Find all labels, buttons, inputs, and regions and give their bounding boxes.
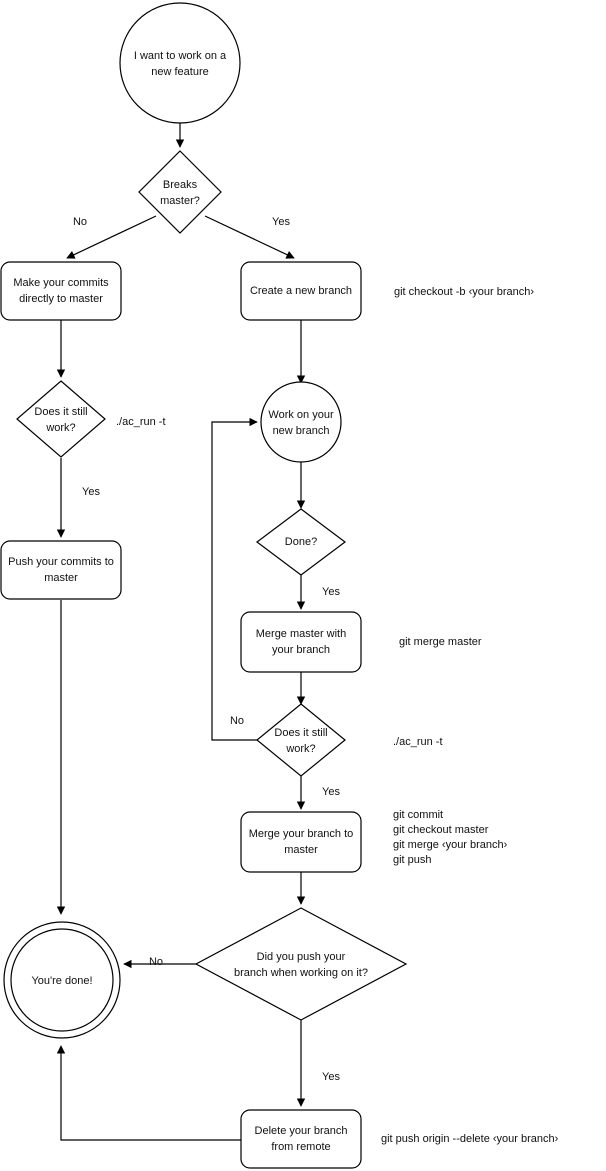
end-label: You're done! — [31, 975, 92, 987]
merge-master-label-line2: your branch — [272, 644, 330, 656]
edge-label-layer: No Yes Yes Yes No Yes No Yes — [73, 216, 340, 1083]
merge-branch-label-line2: master — [284, 844, 318, 856]
delete-branch-label-line1: Delete your branch — [255, 1125, 348, 1137]
breaks-master-label-line2: master? — [160, 195, 200, 207]
did-you-push-diamond-shape — [194, 907, 408, 1021]
node-breaks-master[interactable]: Breaks master? — [138, 150, 222, 234]
node-does-it-work-left[interactable]: Does it still work? — [16, 380, 106, 458]
node-merge-master[interactable]: Merge master with your branch — [240, 611, 362, 673]
node-push-commits[interactable]: Push your commits to master — [0, 540, 122, 600]
annotation-git-merge-branch: git merge ‹your branch› — [393, 839, 508, 851]
merge-branch-rect-shape — [240, 811, 362, 873]
end-inner-circle-shape — [10, 928, 114, 1032]
node-end[interactable]: You're done! — [3, 921, 121, 1039]
node-did-you-push[interactable]: Did you push your branch when working on… — [194, 907, 408, 1021]
done-question-diamond-shape — [256, 508, 346, 576]
create-branch-label-line1: Create a new branch — [250, 285, 352, 297]
did-you-push-label-line1: Did you push your — [257, 951, 346, 963]
edge-breaks-no-to-make-commits — [66, 215, 157, 259]
node-delete-branch[interactable]: Delete your branch from remote — [240, 1109, 362, 1169]
breaks-master-diamond-shape — [138, 150, 222, 234]
edge-label-does-work-mid-yes: Yes — [322, 786, 340, 798]
edge-delete-branch-to-end — [56, 1045, 241, 1141]
does-it-work-mid-label-line1: Does it still — [274, 727, 327, 739]
merge-master-rect-shape — [240, 611, 362, 673]
node-work-on-branch[interactable]: Work on your new branch — [260, 381, 342, 463]
edge-label-breaks-yes: Yes — [272, 216, 290, 228]
edge-label-does-work-left-yes: Yes — [82, 486, 100, 498]
start-label-line1: I want to work on a — [134, 50, 227, 62]
annotation-layer: git checkout -b ‹your branch› ./ac_run -… — [116, 286, 559, 1145]
edge-label-did-you-push-no: No — [149, 956, 163, 968]
push-commits-rect-shape — [0, 540, 122, 600]
make-commits-label-line2: directly to master — [19, 293, 103, 305]
node-make-commits[interactable]: Make your commits directly to master — [0, 261, 122, 321]
push-commits-label-line1: Push your commits to — [8, 556, 114, 568]
did-you-push-label-line2: branch when working on it? — [234, 967, 368, 979]
annotation-git-push: git push — [393, 854, 432, 866]
node-create-branch[interactable]: Create a new branch — [240, 261, 362, 321]
make-commits-rect-shape — [0, 261, 122, 321]
make-commits-label-line1: Make your commits — [13, 277, 109, 289]
annotation-ac-run-mid: ./ac_run -t — [393, 736, 443, 748]
annotation-git-commit: git commit — [393, 809, 443, 821]
annotation-git-checkout-master: git checkout master — [393, 824, 489, 836]
does-it-work-left-diamond-shape — [16, 380, 106, 458]
create-branch-rect-shape — [240, 261, 362, 321]
edge-label-breaks-no: No — [73, 216, 87, 228]
breaks-master-label-line1: Breaks — [163, 179, 198, 191]
annotation-git-merge-master: git merge master — [399, 636, 482, 648]
start-circle-shape — [119, 2, 241, 124]
node-done-question[interactable]: Done? — [256, 508, 346, 576]
merge-master-label-line1: Merge master with — [256, 628, 346, 640]
edge-label-does-work-mid-no: No — [230, 715, 244, 727]
does-it-work-left-label-line2: work? — [45, 422, 75, 434]
edge-breaks-yes-to-create-branch — [204, 215, 295, 259]
annotation-ac-run-left: ./ac_run -t — [116, 416, 166, 428]
work-on-branch-circle-shape — [260, 381, 342, 463]
node-merge-branch[interactable]: Merge your branch to master — [240, 811, 362, 873]
edge-does-work-mid-no-loopback — [211, 417, 258, 741]
start-label-line2: new feature — [151, 66, 208, 78]
edge-layer — [56, 123, 306, 1141]
work-on-branch-label-line1: Work on your — [268, 409, 334, 421]
does-it-work-mid-diamond-shape — [256, 703, 346, 777]
delete-branch-label-line2: from remote — [271, 1141, 330, 1153]
annotation-git-push-origin-delete: git push origin --delete ‹your branch› — [381, 1133, 559, 1145]
annotation-git-checkout-b: git checkout -b ‹your branch› — [394, 286, 534, 298]
does-it-work-mid-label-line2: work? — [285, 743, 315, 755]
merge-branch-label-line1: Merge your branch to — [249, 828, 354, 840]
does-it-work-left-label-line1: Does it still — [34, 406, 87, 418]
work-on-branch-label-line2: new branch — [273, 425, 330, 437]
edge-label-did-you-push-yes: Yes — [322, 1071, 340, 1083]
node-start[interactable]: I want to work on a new feature — [119, 2, 241, 124]
push-commits-label-line2: master — [44, 572, 78, 584]
node-does-it-work-mid[interactable]: Does it still work? — [256, 703, 346, 777]
delete-branch-rect-shape — [240, 1109, 362, 1169]
done-question-label: Done? — [285, 536, 317, 548]
edge-label-done-yes: Yes — [322, 586, 340, 598]
